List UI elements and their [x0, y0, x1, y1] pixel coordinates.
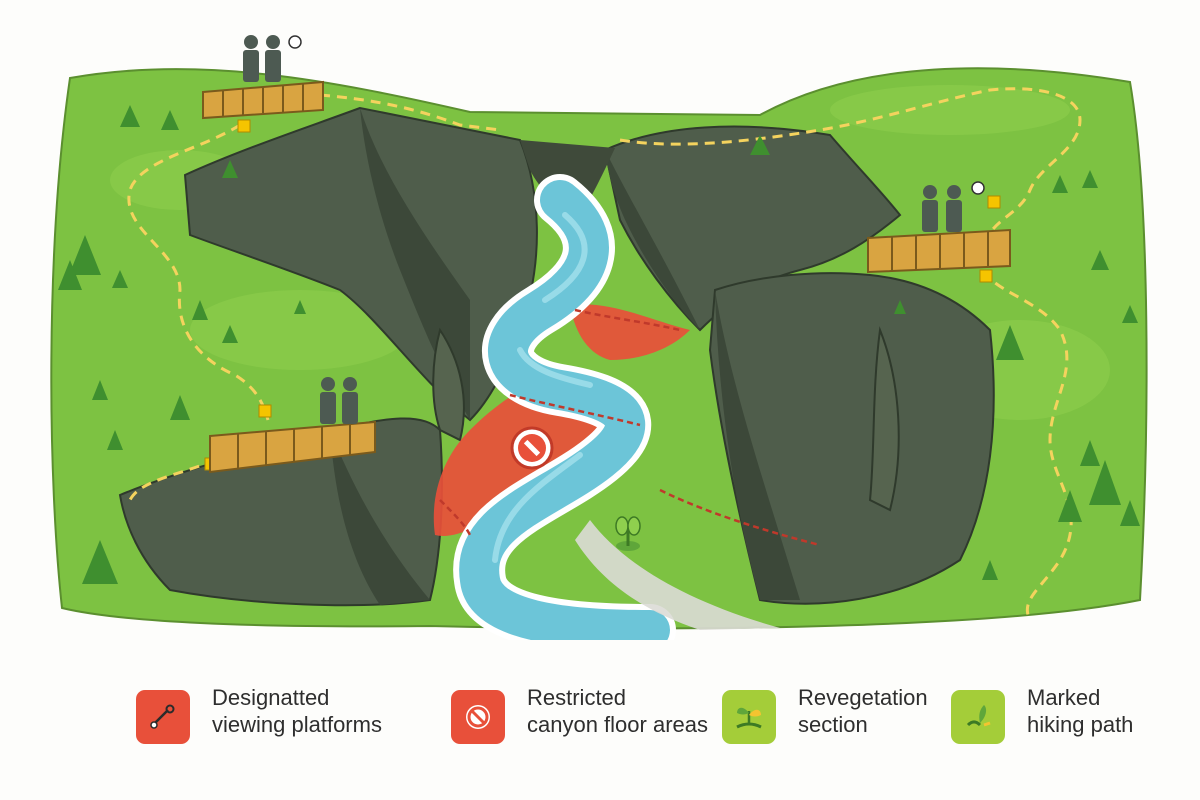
legend-label-line2: viewing platforms [212, 712, 382, 737]
canyon-map [50, 35, 1148, 640]
legend-label-line2: canyon floor areas [527, 712, 708, 737]
legend-label-line2: hiking path [1027, 712, 1134, 737]
hiking-trails [127, 87, 1082, 621]
river-highlight [492, 212, 593, 563]
gravel-path [575, 520, 780, 630]
rope-fences [439, 308, 821, 547]
hiking-path-icon [951, 690, 1005, 744]
legend-item-restricted: Restricted canyon floor areas [451, 678, 721, 744]
legend-item-platforms: Designatted viewing platforms [136, 678, 426, 744]
legend-label-line2: section [798, 712, 868, 737]
viewing-platform-icon [136, 690, 190, 744]
river-water [459, 180, 670, 640]
tree-icon [58, 105, 1140, 584]
legend-label-line1: Marked [1027, 685, 1101, 710]
sprout-icon [615, 516, 641, 551]
no-entry-icon [451, 690, 505, 744]
legend-item-revegetation: Revegetation section [722, 678, 952, 744]
map-legend: Designatted viewing platforms Restricted… [0, 640, 1200, 800]
legend-item-hiking: Marked hiking path [951, 678, 1171, 744]
no-entry-icon [510, 426, 554, 470]
revegetation-icon [722, 690, 776, 744]
viewing-platform-icon [202, 35, 1011, 474]
legend-label-line1: Designatted [212, 685, 330, 710]
right-cliffs [603, 125, 995, 605]
legend-label-line1: Restricted [527, 685, 627, 710]
legend-label-line1: Revegetation [798, 685, 928, 710]
